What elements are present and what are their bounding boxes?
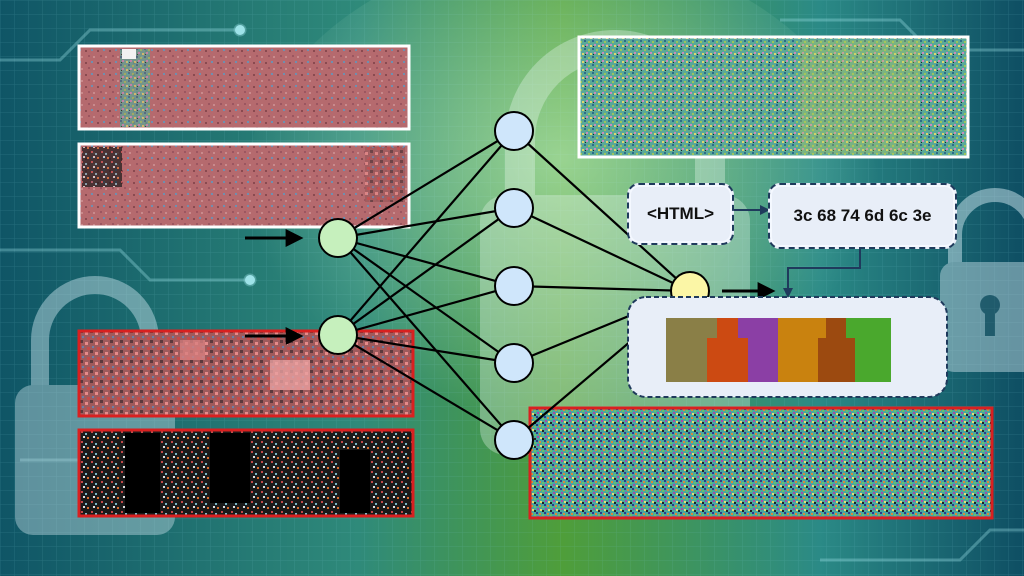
color-block	[666, 318, 707, 382]
connection-line	[337, 207, 515, 336]
input-image-1	[77, 44, 411, 131]
input-node	[318, 315, 358, 355]
color-block	[738, 318, 748, 338]
hex-label: 3c 68 74 6d 6c 3e	[793, 206, 932, 225]
input-image-2	[77, 142, 411, 229]
html-label-box: <HTML>	[627, 183, 734, 245]
corrupted-image-1	[77, 329, 415, 418]
connection-line	[337, 237, 515, 364]
padlock-icon	[940, 188, 1024, 372]
connector-line	[783, 246, 861, 298]
output-image-bottom	[528, 406, 994, 520]
hidden-node	[494, 343, 534, 383]
connection-line	[337, 333, 515, 365]
hex-label-box: 3c 68 74 6d 6c 3e	[768, 183, 957, 249]
color-block	[855, 318, 891, 382]
hidden-node	[494, 266, 534, 306]
hidden-node	[494, 111, 534, 151]
color-block	[707, 318, 717, 338]
connection-line	[337, 284, 515, 337]
color-block	[748, 318, 778, 382]
color-block	[778, 318, 818, 382]
connection-line	[513, 284, 691, 293]
connection-line	[337, 334, 515, 441]
connection-line	[337, 206, 515, 240]
hidden-node	[494, 420, 534, 460]
connection-line	[337, 237, 515, 441]
html-label: <HTML>	[646, 204, 715, 223]
connection-line	[337, 130, 515, 239]
connection-line	[513, 207, 691, 292]
color-block	[846, 318, 855, 338]
encoded-output-bubble	[627, 296, 948, 398]
connection-line	[513, 130, 691, 292]
color-block	[818, 318, 826, 338]
connection-line	[337, 236, 515, 288]
hidden-node	[494, 188, 534, 228]
connection-line	[337, 130, 515, 336]
output-image-top	[577, 35, 970, 159]
input-node	[318, 218, 358, 258]
corrupted-image-2	[77, 428, 415, 518]
color-bars	[666, 318, 891, 382]
